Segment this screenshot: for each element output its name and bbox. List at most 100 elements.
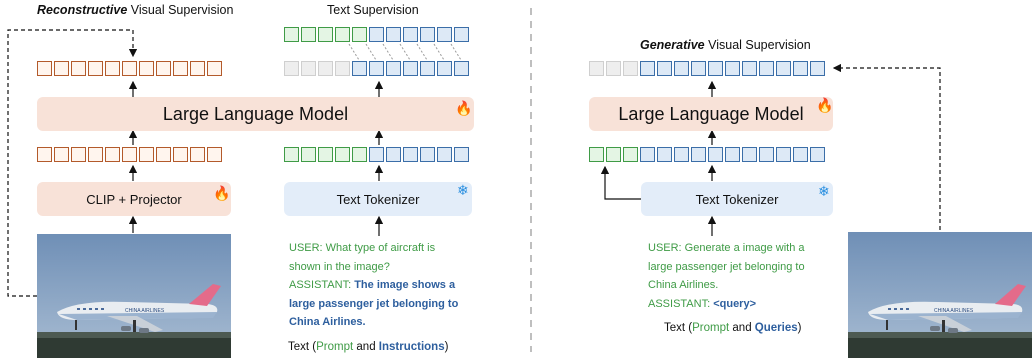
middle-prompt-text: USER: What type of aircraft is shown in … xyxy=(289,239,467,332)
text-target-tokens xyxy=(284,27,469,42)
response-token xyxy=(437,147,452,162)
visual-token xyxy=(88,61,103,76)
right-llm-label: Large Language Model xyxy=(618,103,804,124)
prompt-token xyxy=(284,147,299,162)
response-token xyxy=(386,27,401,42)
middle-caption-and: and xyxy=(353,341,379,353)
query-token xyxy=(793,147,808,162)
middle-tokenizer-label: Text Tokenizer xyxy=(336,191,420,207)
query-token xyxy=(742,61,757,76)
visual-token xyxy=(207,147,222,162)
middle-caption-post: ) xyxy=(444,341,449,353)
clip-projector-label: CLIP + Projector xyxy=(86,191,182,207)
right-tokenizer-label: Text Tokenizer xyxy=(695,191,779,207)
empty-token xyxy=(606,61,621,76)
fire-icon: 🔥 xyxy=(213,185,231,201)
query-token xyxy=(725,61,740,76)
visual-token xyxy=(122,61,137,76)
response-token xyxy=(386,147,401,162)
prompt-token xyxy=(623,147,638,162)
middle-prompt-user: USER: What type of aircraft is shown in … xyxy=(289,242,436,273)
middle-caption: Text (Prompt and Instructions) xyxy=(288,341,448,353)
left-title: Reconstructive Visual Supervision xyxy=(37,3,233,17)
visual-token xyxy=(173,61,188,76)
query-token xyxy=(742,147,757,162)
visual-token xyxy=(37,147,52,162)
response-token xyxy=(437,61,452,76)
reconstructive-loop xyxy=(7,29,138,297)
right-title: Generative Visual Supervision xyxy=(640,38,811,52)
prompt-token xyxy=(335,147,350,162)
prompt-token xyxy=(589,147,604,162)
query-token xyxy=(793,61,808,76)
visual-token xyxy=(37,61,52,76)
empty-token xyxy=(301,61,316,76)
shift-dashes xyxy=(348,43,462,61)
response-token xyxy=(403,27,418,42)
snowflake-icon: ❄ xyxy=(457,182,469,198)
left-llm-label: Large Language Model xyxy=(162,103,349,124)
left-title-rest: Visual Supervision xyxy=(127,3,234,17)
visual-token xyxy=(139,61,154,76)
right-prompt-text: USER: Generate a image with a large pass… xyxy=(648,239,832,313)
response-token xyxy=(369,61,384,76)
right-caption-highlight: Queries xyxy=(754,322,798,334)
query-token xyxy=(776,61,791,76)
middle-title-text: Text Supervision xyxy=(327,3,419,17)
left-title-emphasis: Reconstructive xyxy=(37,3,128,17)
prompt-token xyxy=(606,147,621,162)
middle-caption-prompt: Prompt xyxy=(316,341,354,353)
prompt-token xyxy=(301,27,316,42)
response-token xyxy=(454,147,469,162)
clip-projector-box: CLIP + Projector xyxy=(37,182,231,216)
response-token xyxy=(454,61,469,76)
middle-caption-highlight: Instructions xyxy=(378,341,445,353)
query-token xyxy=(776,147,791,162)
left-llm-box: Large Language Model xyxy=(37,97,474,131)
right-caption-pre: Text ( xyxy=(664,322,693,334)
query-token xyxy=(691,147,706,162)
prompt-token xyxy=(352,147,367,162)
visual-token xyxy=(88,147,103,162)
visual-token xyxy=(156,61,171,76)
response-token xyxy=(403,61,418,76)
right-title-rest: Visual Supervision xyxy=(704,38,811,52)
response-token xyxy=(437,27,452,42)
empty-token xyxy=(284,61,299,76)
left-output-tokens xyxy=(37,61,222,76)
middle-tokenizer-box: Text Tokenizer xyxy=(284,182,472,216)
middle-prompt-assistant: ASSISTANT: xyxy=(289,279,355,291)
prompt-token xyxy=(335,27,350,42)
response-token xyxy=(386,61,401,76)
generative-loop xyxy=(832,63,941,230)
visual-token xyxy=(105,61,120,76)
response-token xyxy=(369,147,384,162)
middle-title: Text Supervision xyxy=(327,3,419,17)
left-input-tokens xyxy=(37,147,222,162)
snowflake-icon: ❄ xyxy=(818,183,830,199)
right-prompt-user: USER: Generate a image with a large pass… xyxy=(648,242,805,291)
query-token xyxy=(759,61,774,76)
query-token xyxy=(674,61,689,76)
query-token xyxy=(640,61,655,76)
airline-livery-text: CHINA AIRLINES xyxy=(934,308,974,314)
visual-token xyxy=(122,147,137,162)
prompt-token xyxy=(301,147,316,162)
query-token xyxy=(657,147,672,162)
visual-token xyxy=(139,147,154,162)
output-image-right: CHINA AIRLINES xyxy=(848,232,1032,358)
response-token xyxy=(420,27,435,42)
response-token xyxy=(369,27,384,42)
empty-token xyxy=(589,61,604,76)
prompt-token xyxy=(318,27,333,42)
visual-token xyxy=(54,147,69,162)
fire-icon: 🔥 xyxy=(455,100,473,116)
middle-caption-pre: Text ( xyxy=(288,341,317,353)
visual-token xyxy=(173,147,188,162)
visual-token xyxy=(156,147,171,162)
right-caption-post: ) xyxy=(797,322,802,334)
arrow-tokenizer-to-prompt-tokens xyxy=(600,165,641,200)
right-llm-box: Large Language Model xyxy=(589,97,833,131)
empty-token xyxy=(318,61,333,76)
